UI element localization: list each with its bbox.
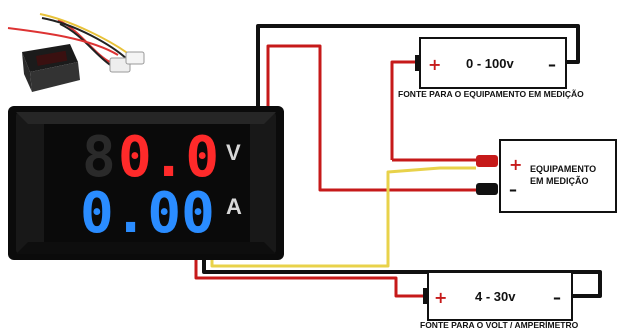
equipment-under-test: + – EQUIPAMENTO EM MEDIÇÃO — [476, 139, 617, 213]
equipment-minus: – — [509, 180, 517, 199]
caption-equipment-source: FONTE PARA O EQUIPAMENTO EM MEDIÇÃO — [398, 89, 584, 99]
current-unit: A — [226, 194, 242, 219]
wires — [194, 24, 602, 298]
equipment-label-line2: EM MEDIÇÃO — [530, 176, 589, 186]
volt-ampere-meter: 8 0.0 V 0.00 A — [8, 106, 284, 260]
equipment-plus: + — [509, 155, 522, 174]
voltage-unit: V — [226, 140, 241, 165]
current-readout: 0.00 — [80, 181, 215, 246]
red-wire-battery-plus — [390, 60, 420, 160]
battery-equipment-source: + – 0 - 100v — [415, 37, 567, 89]
product-thumbnail — [7, 13, 145, 92]
battery1-plus: + — [428, 55, 441, 74]
red-wire-supply-plus — [194, 254, 428, 298]
battery1-minus: – — [548, 55, 556, 74]
battery1-range: 0 - 100v — [466, 56, 514, 71]
voltage-readout: 0.0 — [118, 125, 219, 190]
battery2-plus: + — [434, 288, 447, 307]
battery2-range: 4 - 30v — [475, 289, 516, 304]
red-wire-voltage-sense — [266, 44, 476, 192]
caption-meter-source: FONTE PARA O VOLT / AMPERÍMETRO — [420, 320, 579, 329]
battery-meter-source: + – 4 - 30v — [423, 271, 573, 321]
battery2-minus: – — [553, 288, 561, 307]
black-wire-bottom — [202, 254, 602, 298]
equipment-label-line1: EQUIPAMENTO — [530, 164, 596, 174]
yellow-wire — [210, 166, 476, 268]
black-wire-top — [256, 24, 580, 108]
voltage-off-digit: 8 — [82, 125, 116, 190]
